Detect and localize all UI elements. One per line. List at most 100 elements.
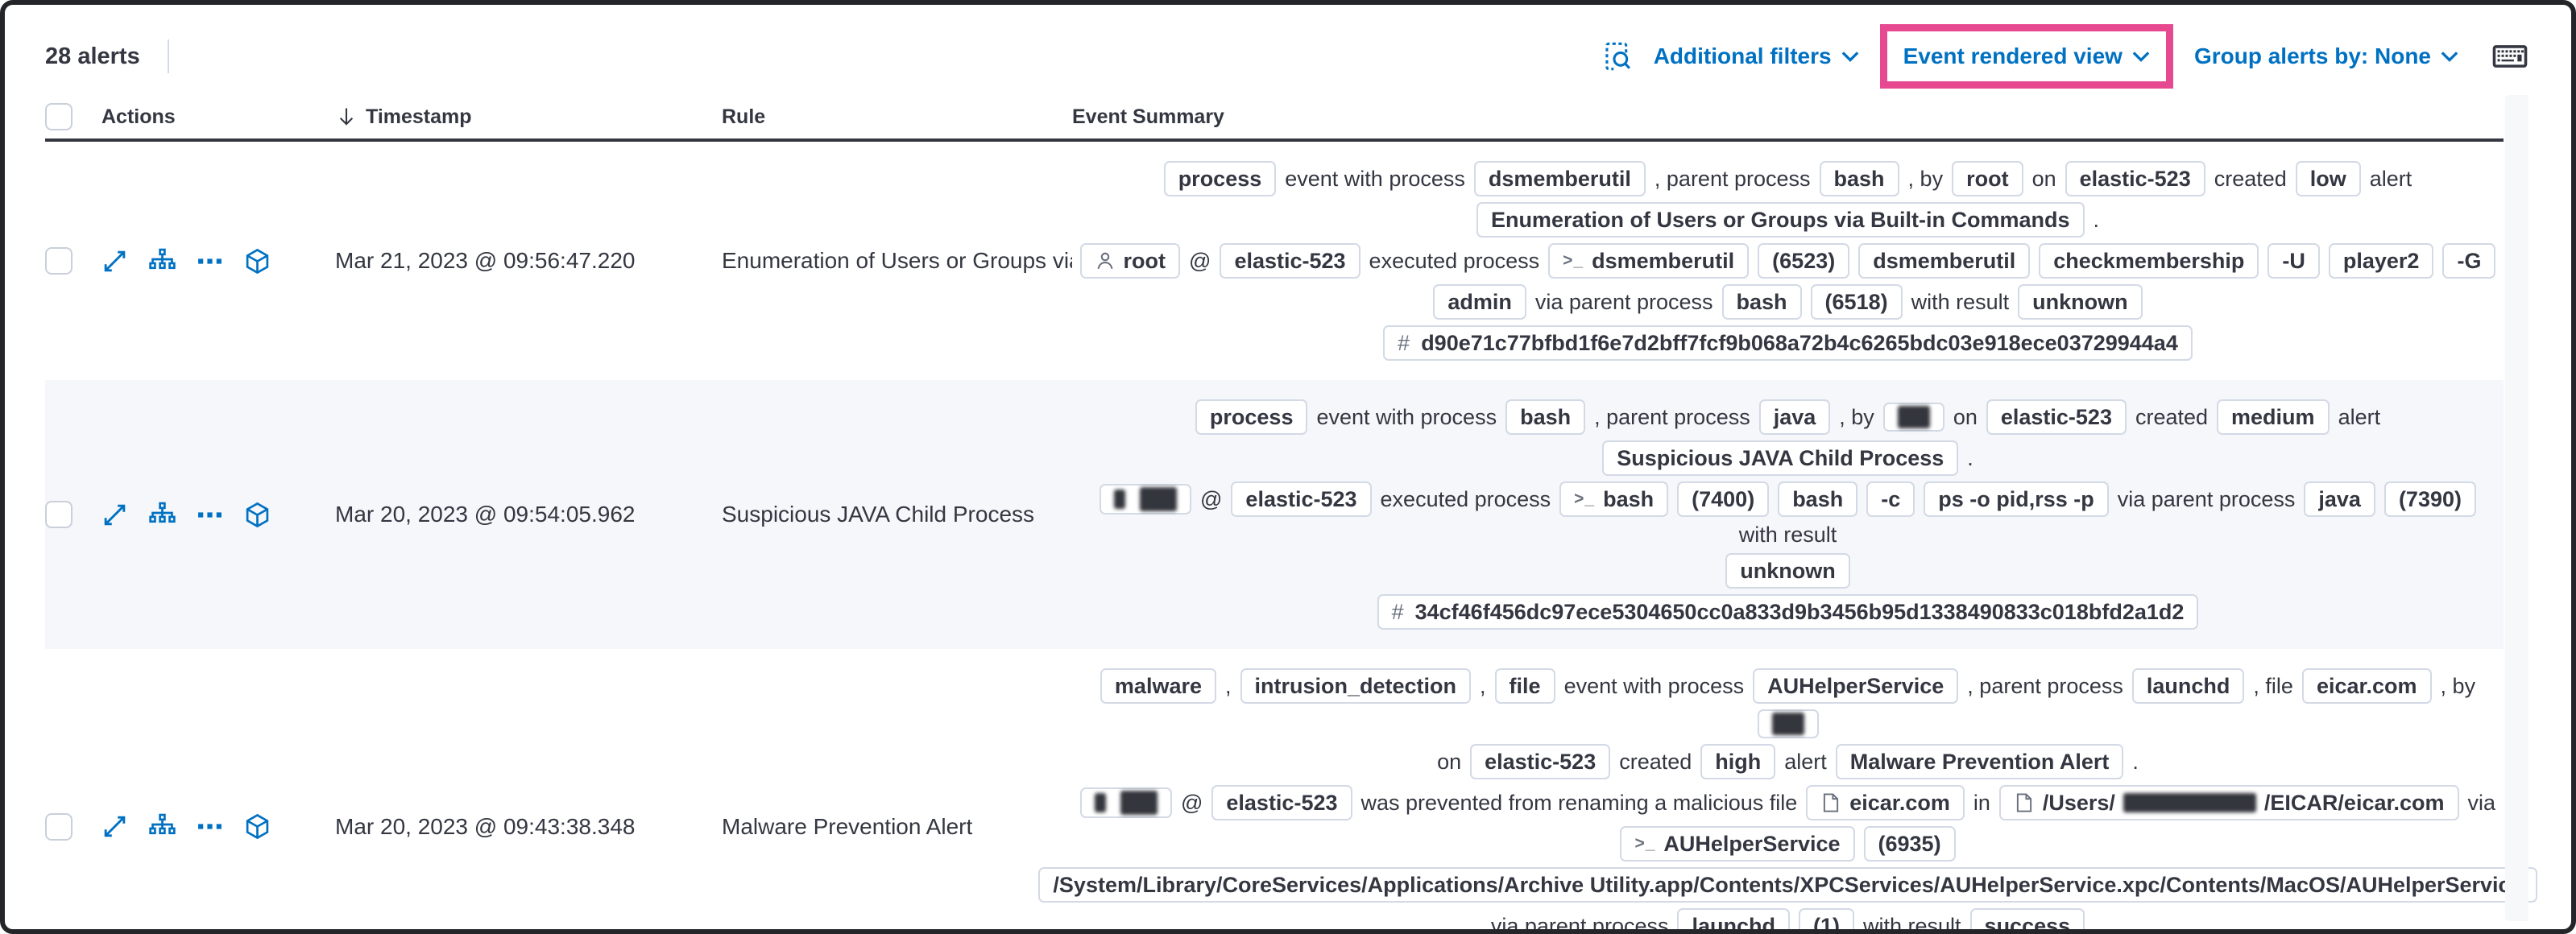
session-view-icon[interactable] xyxy=(244,248,271,275)
terminal-badge[interactable]: >_AUHelperService xyxy=(1620,826,1855,862)
summary-badge[interactable]: process xyxy=(1163,161,1277,196)
terminal-badge[interactable]: >_bash xyxy=(1559,481,1669,517)
user-badge[interactable]: root xyxy=(1079,243,1181,279)
more-actions-icon[interactable] xyxy=(197,248,223,275)
summary-badge[interactable]: (6523) xyxy=(1758,243,1850,279)
summary-badge[interactable]: malware xyxy=(1100,668,1216,704)
summary-badge[interactable]: dsmemberutil xyxy=(1858,243,2031,279)
summary-badge[interactable]: elastic-523 xyxy=(1470,744,1611,779)
summary-badge[interactable]: success xyxy=(1969,908,2085,929)
summary-text: alert xyxy=(2369,166,2412,191)
summary-badge[interactable]: (7390) xyxy=(2383,481,2476,517)
summary-badge[interactable]: bash xyxy=(1778,481,1858,517)
session-view-icon[interactable] xyxy=(244,813,271,840)
summary-badge[interactable]: root xyxy=(1952,161,2023,196)
summary-badge[interactable]: elastic-523 xyxy=(1211,785,1352,820)
header-rule: Rule xyxy=(722,105,1072,129)
summary-badge[interactable]: AUHelperService xyxy=(1753,668,1959,704)
expand-alert-icon[interactable] xyxy=(101,502,128,528)
summary-badge[interactable]: ps -o pid,rss -p xyxy=(1924,481,2109,517)
summary-badge[interactable]: eicar.com xyxy=(2301,668,2432,704)
additional-filters-button[interactable]: Additional filters xyxy=(1654,43,1859,69)
row-checkbox[interactable] xyxy=(45,247,72,275)
summary-badge[interactable]: unknown xyxy=(1725,553,1850,589)
alert-count: 28 alerts xyxy=(45,43,140,69)
summary-badge[interactable]: process xyxy=(1195,399,1308,435)
summary-badge[interactable]: java xyxy=(1758,399,1831,435)
summary-badge[interactable]: high xyxy=(1700,744,1776,779)
summary-badge[interactable]: intrusion_detection xyxy=(1240,668,1472,704)
more-actions-icon[interactable] xyxy=(197,813,223,840)
select-all-checkbox[interactable] xyxy=(45,103,72,130)
session-view-icon[interactable] xyxy=(244,502,271,528)
view-selector-label: Event rendered view xyxy=(1903,43,2123,68)
summary-line: #34cf46f456dc97ece5304650cc0a833d9b3456b… xyxy=(1072,594,2504,630)
analyzer-icon[interactable] xyxy=(149,813,176,840)
summary-text: , by xyxy=(2440,673,2476,698)
rule-link[interactable]: Suspicious JAVA Child Process xyxy=(722,502,1035,527)
rule-link[interactable]: Enumeration of Users or Groups via Bui xyxy=(722,248,1072,273)
summary-badge[interactable]: java xyxy=(2304,481,2375,517)
summary-badge[interactable]: dsmemberutil xyxy=(1473,161,1646,196)
summary-badge[interactable]: /System/Library/CoreServices/Application… xyxy=(1038,867,2537,903)
table-body: Mar 21, 2023 @ 09:56:47.220 Enumeration … xyxy=(45,142,2537,929)
summary-badge[interactable]: (6518) xyxy=(1810,284,1903,320)
rule-link[interactable]: Malware Prevention Alert xyxy=(722,813,973,839)
summary-badge[interactable]: (1) xyxy=(1799,908,1854,929)
summary-badge[interactable]: bash xyxy=(1819,161,1899,196)
summary-badge[interactable]: bash xyxy=(1721,284,1802,320)
summary-badge[interactable]: admin xyxy=(1433,284,1526,320)
summary-badge[interactable]: elastic-523 xyxy=(1986,399,2127,435)
summary-text: @ xyxy=(1180,790,1203,815)
summary-badge[interactable]: elastic-523 xyxy=(2065,161,2205,196)
summary-badge[interactable]: low xyxy=(2295,161,2361,196)
summary-badge[interactable]: elastic-523 xyxy=(1220,243,1360,279)
summary-badge[interactable] xyxy=(1100,484,1191,515)
terminal-badge[interactable]: >_dsmemberutil xyxy=(1548,243,1750,279)
summary-badge[interactable]: (7400) xyxy=(1677,481,1770,517)
summary-badge[interactable]: medium xyxy=(2217,399,2330,435)
summary-badge[interactable]: elastic-523 xyxy=(1231,481,1372,517)
group-alerts-button[interactable]: Group alerts by: None xyxy=(2194,43,2458,69)
summary-badge[interactable]: -G xyxy=(2442,243,2496,279)
analyzer-icon[interactable] xyxy=(149,248,176,275)
summary-badge[interactable]: bash xyxy=(1505,399,1586,435)
sort-descending-icon xyxy=(335,105,358,128)
expand-alert-icon[interactable] xyxy=(101,248,128,275)
summary-badge[interactable]: player2 xyxy=(2328,243,2434,279)
summary-text: @ xyxy=(1200,486,1223,511)
summary-badge[interactable]: launchd xyxy=(2131,668,2245,704)
view-selector-button[interactable]: Event rendered view xyxy=(1903,43,2150,69)
summary-badge[interactable]: Suspicious JAVA Child Process xyxy=(1602,440,1959,476)
summary-badge[interactable]: -U xyxy=(2267,243,2320,279)
scrollbar-track[interactable] xyxy=(2505,95,2528,921)
expand-alert-icon[interactable] xyxy=(101,813,128,840)
inspect-icon[interactable] xyxy=(1602,41,1633,72)
more-actions-icon[interactable] xyxy=(197,502,223,528)
summary-badge[interactable]: unknown xyxy=(2018,284,2143,320)
summary-badge[interactable]: Malware Prevention Alert xyxy=(1835,744,2124,779)
summary-badge[interactable] xyxy=(1882,403,1944,432)
summary-badge[interactable]: (6935) xyxy=(1863,826,1956,862)
keyboard-icon[interactable] xyxy=(2492,39,2528,74)
hash-badge[interactable]: #d90e71c77bfbd1f6e7d2bff7fcf9b068a72b4c6… xyxy=(1383,325,2193,361)
summary-badge[interactable]: Enumeration of Users or Groups via Built… xyxy=(1476,202,2085,238)
summary-badge[interactable] xyxy=(1079,787,1172,818)
hash-badge[interactable]: #34cf46f456dc97ece5304650cc0a833d9b3456b… xyxy=(1377,594,2199,630)
row-checkbox[interactable] xyxy=(45,501,72,528)
file-badge[interactable]: /Users//EICAR/eicar.com xyxy=(1998,785,2459,820)
summary-badge[interactable]: launchd xyxy=(1677,908,1790,929)
file-badge[interactable]: eicar.com xyxy=(1806,785,1965,820)
summary-badge[interactable]: file xyxy=(1494,668,1555,704)
header-timestamp[interactable]: Timestamp xyxy=(335,105,722,129)
analyzer-icon[interactable] xyxy=(149,502,176,528)
summary-badge[interactable]: -c xyxy=(1866,481,1915,517)
summary-text: in xyxy=(1973,790,1990,815)
summary-badge[interactable] xyxy=(1757,709,1819,738)
row-checkbox[interactable] xyxy=(45,812,72,841)
summary-badge[interactable]: checkmembership xyxy=(2039,243,2259,279)
